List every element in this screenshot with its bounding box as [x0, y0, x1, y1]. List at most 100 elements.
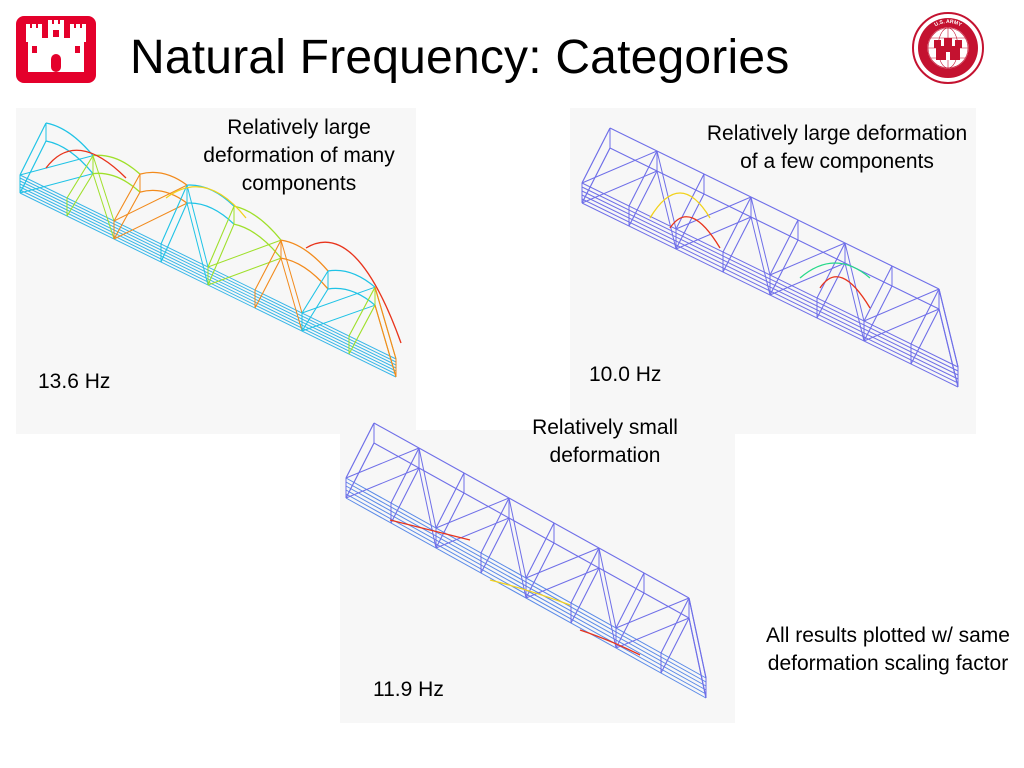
truss-member: [92, 155, 115, 222]
truss-member: [615, 617, 690, 649]
deformed-member: [327, 269, 376, 288]
truss-member: [525, 522, 555, 579]
truss-member: [66, 173, 94, 217]
deformed-member: [799, 262, 871, 279]
frequency-label: 10.0 Hz: [589, 363, 662, 386]
truss-member: [656, 170, 705, 195]
truss-member: [844, 242, 865, 322]
truss-member: [769, 219, 799, 276]
truss-member: [508, 517, 527, 599]
truss-member: [910, 288, 940, 345]
truss-member: [345, 422, 375, 479]
truss-member: [570, 547, 600, 604]
figure-caption: Relatively small deformation: [532, 416, 678, 467]
deformed-member: [280, 257, 329, 290]
truss-member: [816, 242, 846, 299]
deformed-member: [280, 239, 329, 272]
truss-member: [598, 547, 645, 574]
truss-member: [863, 288, 940, 322]
figure-caption: Relatively large deformation of many com…: [203, 116, 395, 195]
truss-figure-panel: [570, 108, 976, 434]
truss-member: [463, 472, 510, 499]
truss-member: [186, 184, 209, 268]
deformed-member: [139, 171, 188, 186]
truss-member: [480, 497, 510, 554]
truss-member: [435, 497, 510, 529]
truss-member: [598, 547, 617, 629]
truss-member: [750, 216, 771, 296]
truss-member: [19, 140, 47, 194]
deformed-member: [489, 579, 571, 606]
truss-member: [844, 262, 865, 342]
truss-member: [891, 265, 940, 290]
plot-note: All results plotted w/ same deformation …: [766, 624, 1010, 675]
deformed-member: [579, 629, 641, 656]
truss-member: [435, 517, 510, 549]
truss-member: [19, 155, 94, 176]
deformed-member: [649, 192, 711, 219]
frequency-label: 11.9 Hz: [373, 678, 444, 701]
truss-member: [418, 447, 437, 529]
figure-caption: Relatively large deformation of a few co…: [706, 122, 968, 173]
truss-member: [722, 196, 752, 253]
deformed-member: [92, 154, 141, 175]
deformed-member: [327, 287, 376, 306]
truss-member: [207, 239, 282, 268]
truss-member: [581, 147, 611, 204]
truss-member: [186, 202, 209, 286]
truss-member: [722, 216, 752, 273]
truss-member: [66, 155, 94, 199]
deformed-member: [139, 189, 188, 204]
truss-member: [280, 258, 303, 332]
truss-member: [301, 286, 376, 314]
deformed-member: [669, 216, 721, 249]
deformed-member: [45, 122, 94, 157]
truss-member: [348, 304, 376, 355]
truss-member: [113, 173, 141, 222]
truss-member: [373, 422, 420, 449]
deformed-member: [305, 241, 402, 344]
truss-mode-shape-figure: [581, 127, 959, 388]
truss-member: [207, 223, 235, 286]
truss-member: [348, 286, 376, 337]
truss-member: [508, 497, 527, 579]
truss-member: [660, 617, 690, 674]
truss-member: [19, 122, 47, 176]
truss-member: [374, 287, 397, 360]
truss-member: [254, 239, 282, 291]
truss-member: [688, 597, 707, 679]
truss-figure-panel: [16, 108, 416, 434]
truss-member: [113, 184, 188, 222]
truss-member: [643, 572, 690, 599]
truss-member: [703, 173, 752, 198]
truss-member: [508, 497, 555, 524]
truss-member: [656, 150, 705, 175]
truss-member: [628, 150, 658, 207]
truss-member: [570, 567, 600, 624]
seal-ring-text: U.S. ARMY: [933, 19, 963, 28]
deformed-member: [165, 186, 247, 219]
truss-member: [553, 522, 600, 549]
truss-member: [769, 262, 846, 296]
deformed-member: [45, 149, 127, 179]
truss-member: [598, 567, 617, 649]
truss-member: [435, 492, 465, 549]
truss-member: [525, 547, 600, 579]
truss-member: [910, 308, 940, 365]
truss-member: [374, 305, 397, 378]
truss-figure-panel: [340, 422, 735, 723]
truss-member: [844, 242, 893, 267]
truss-member: [581, 170, 658, 204]
truss-member: [581, 127, 611, 184]
truss-member: [418, 467, 437, 549]
truss-member: [675, 173, 705, 230]
truss-member: [160, 202, 188, 263]
truss-mode-shape-figure: [19, 122, 402, 378]
truss-member: [581, 150, 658, 184]
deformed-member: [233, 205, 282, 241]
truss-member: [938, 308, 959, 388]
truss-member: [660, 597, 690, 654]
truss-member: [480, 517, 510, 574]
truss-member: [345, 442, 375, 499]
deformed-member: [186, 202, 235, 225]
